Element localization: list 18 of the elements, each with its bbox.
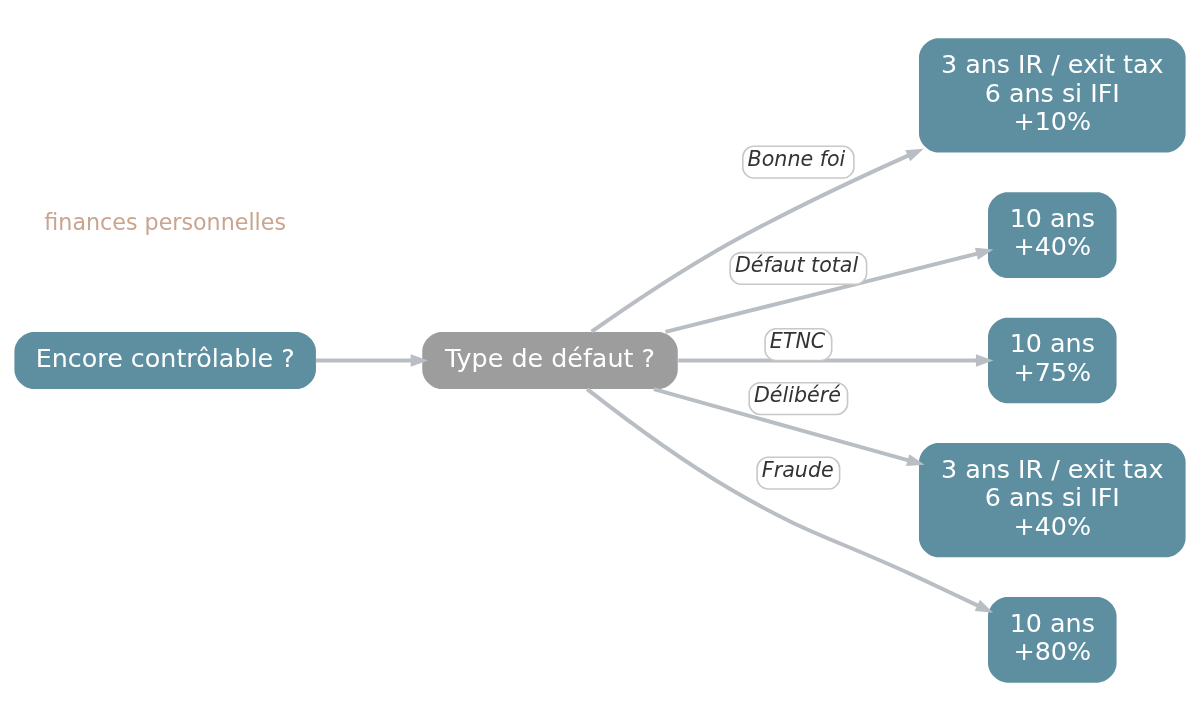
node-box: 10 ans +75% (988, 317, 1117, 404)
node-box: Type de défaut ? (422, 331, 678, 390)
arrow (678, 354, 994, 367)
node-box: 3 ans IR / exit tax 6 ans si IFI +40% (919, 443, 1186, 558)
edge-label: ETNC (769, 329, 826, 354)
edge-label: Bonne foi (747, 146, 846, 171)
edge-label: Fraude (761, 457, 834, 482)
node-box: 3 ans IR / exit tax 6 ans si IFI +10% (919, 38, 1186, 153)
edge-label: Défaut total (734, 253, 859, 278)
arrow (665, 247, 994, 334)
edge-label: Délibéré (753, 383, 841, 408)
arrow (315, 354, 429, 367)
label: finances personnelles (44, 208, 286, 235)
arrow (653, 387, 925, 467)
node-box: 10 ans +40% (988, 192, 1117, 278)
node-box: Encore contrôlable ? (14, 331, 316, 390)
arrow (585, 387, 994, 613)
node-box: 10 ans +80% (988, 596, 1117, 683)
